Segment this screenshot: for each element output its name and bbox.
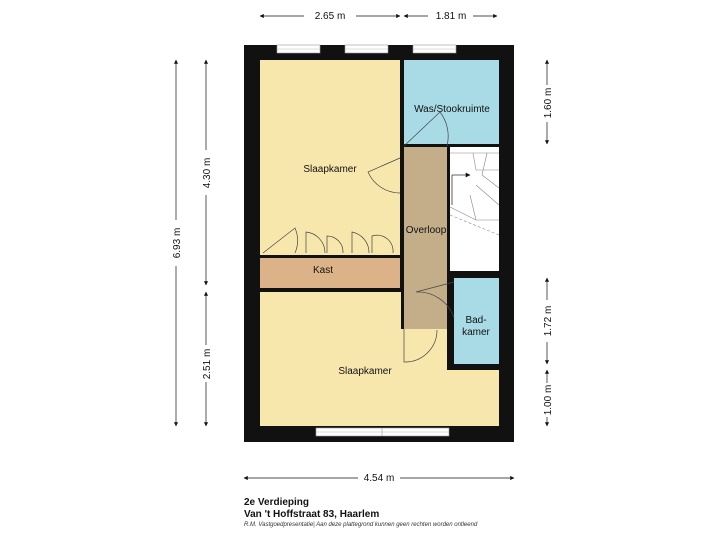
disclaimer: R.M. Vastgoedpresentatie| Aan deze platt… [244,522,478,528]
floor-title: 2e Verdieping [244,497,310,508]
label-closet: Kast [313,265,333,276]
room-bath [454,278,499,364]
dim-right-bottom: 1.00 m [543,385,554,416]
staircase [449,152,500,236]
label-bath-line2: kamer [462,327,490,338]
dim-left-total: 6.93 m [172,228,183,259]
room-closet [260,258,400,288]
room-bedroom-bottom [260,292,499,426]
dim-left-upper: 4.30 m [202,158,213,189]
closet-doors [262,227,394,254]
room-landing [404,147,447,329]
room-stairs [450,147,499,271]
door-swings [367,111,455,363]
label-bath-line1: Bad- [465,315,486,326]
dim-bottom-width: 4.54 m [364,473,395,484]
address: Van 't Hoffstraat 83, Haarlem [244,509,380,520]
dim-right-top: 1.60 m [543,88,554,119]
dim-left-lower: 2.51 m [202,349,213,380]
room-bedroom-top [260,60,400,255]
dim-top-left: 2.65 m [315,11,346,22]
label-bedroom-top: Slaapkamer [303,164,357,175]
dimension-lines [173,13,550,481]
room-laundry [404,60,499,144]
label-bedroom-bottom: Slaapkamer [338,366,392,377]
dim-top-right: 1.81 m [436,11,467,22]
label-landing: Overloop [406,225,447,236]
dim-right-mid: 1.72 m [543,306,554,337]
label-laundry: Was/Stookruimte [414,104,490,115]
plan-footer: 2e Verdieping Van 't Hoffstraat 83, Haar… [244,497,714,530]
